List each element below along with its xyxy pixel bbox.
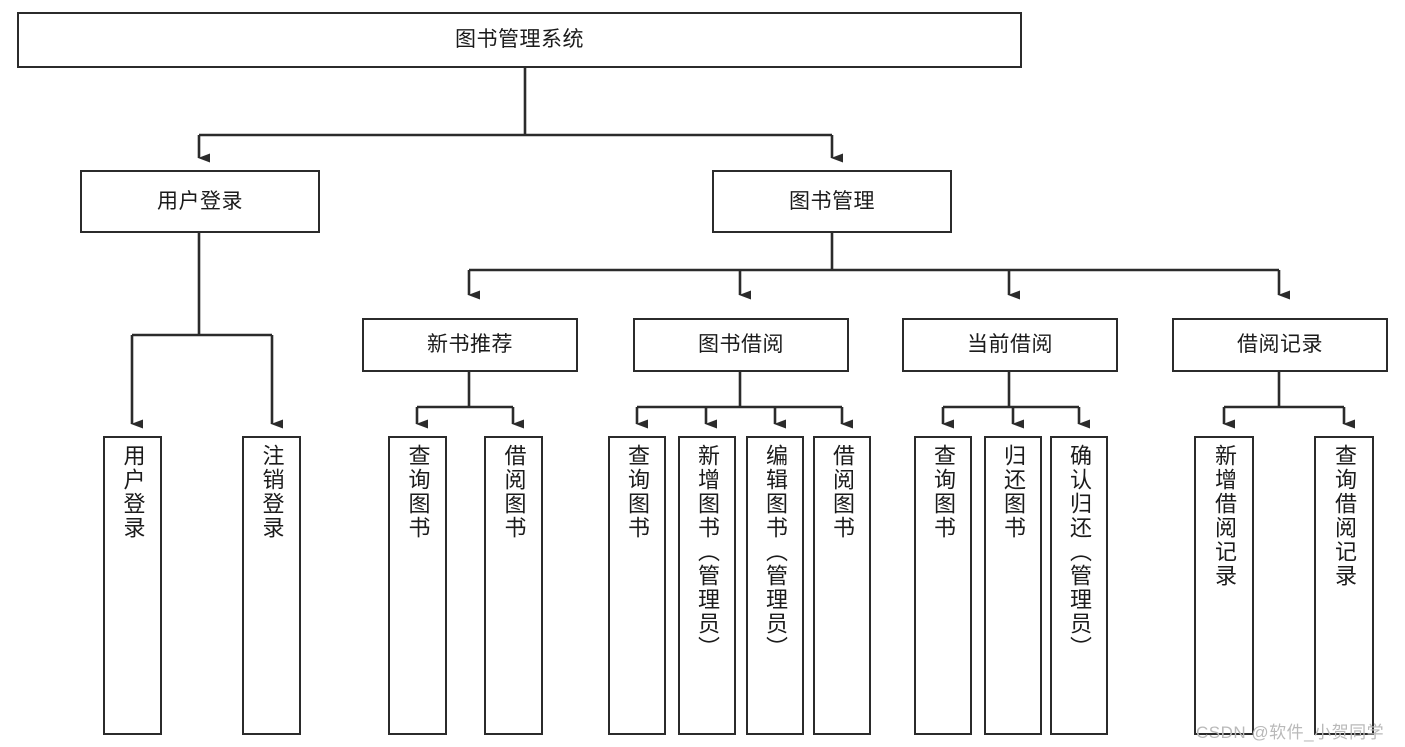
csdn-watermark: CSDN @软件_小贺同学 xyxy=(1196,723,1385,742)
node-label: 注销登录 xyxy=(259,444,285,540)
node-book-management[interactable]: 图书管理 xyxy=(712,170,952,233)
leaf-user-login-logout[interactable]: 注销登录 xyxy=(242,436,301,735)
node-label: 确认归还（管理员） xyxy=(1067,444,1092,660)
node-label: 图书管理系统 xyxy=(455,28,584,52)
leaf-book-borrow-add-book-admin[interactable]: 新增图书（管理员） xyxy=(678,436,736,735)
leaf-current-borrow-query-book[interactable]: 查询图书 xyxy=(914,436,972,735)
node-label: 编辑图书（管理员） xyxy=(763,444,788,660)
node-label: 借阅图书 xyxy=(830,444,855,540)
node-label: 归还图书 xyxy=(1001,444,1026,540)
node-current-borrow[interactable]: 当前借阅 xyxy=(902,318,1118,372)
leaf-user-login-login[interactable]: 用户登录 xyxy=(103,436,162,735)
node-label: 图书借阅 xyxy=(698,333,784,357)
node-label: 借阅图书 xyxy=(501,444,527,540)
node-label: 查询图书 xyxy=(931,444,956,540)
node-label: 新增借阅记录 xyxy=(1212,444,1237,588)
node-label: 查询图书 xyxy=(625,444,650,540)
node-label: 查询图书 xyxy=(405,444,431,540)
node-label: 用户登录 xyxy=(157,189,243,213)
node-book-borrow[interactable]: 图书借阅 xyxy=(633,318,849,372)
leaf-new-book-borrow-book[interactable]: 借阅图书 xyxy=(484,436,543,735)
node-label: 查询借阅记录 xyxy=(1332,444,1357,588)
node-user-login[interactable]: 用户登录 xyxy=(80,170,320,233)
leaf-current-borrow-return-book[interactable]: 归还图书 xyxy=(984,436,1042,735)
leaf-book-borrow-query-book[interactable]: 查询图书 xyxy=(608,436,666,735)
leaf-borrow-record-query-record[interactable]: 查询借阅记录 xyxy=(1314,436,1374,735)
node-label: 新增图书（管理员） xyxy=(695,444,720,660)
node-new-book-recommend[interactable]: 新书推荐 xyxy=(362,318,578,372)
leaf-new-book-query-book[interactable]: 查询图书 xyxy=(388,436,447,735)
node-label: 图书管理 xyxy=(789,189,875,213)
node-label: 新书推荐 xyxy=(427,333,513,357)
node-label: 用户登录 xyxy=(120,444,146,540)
leaf-book-borrow-edit-book-admin[interactable]: 编辑图书（管理员） xyxy=(746,436,804,735)
node-label: 当前借阅 xyxy=(967,333,1053,357)
node-borrow-record[interactable]: 借阅记录 xyxy=(1172,318,1388,372)
node-label: 借阅记录 xyxy=(1237,333,1323,357)
leaf-book-borrow-borrow-book[interactable]: 借阅图书 xyxy=(813,436,871,735)
node-root-book-management-system[interactable]: 图书管理系统 xyxy=(17,12,1022,68)
leaf-borrow-record-add-record[interactable]: 新增借阅记录 xyxy=(1194,436,1254,735)
leaf-current-borrow-confirm-return-admin[interactable]: 确认归还（管理员） xyxy=(1050,436,1108,735)
